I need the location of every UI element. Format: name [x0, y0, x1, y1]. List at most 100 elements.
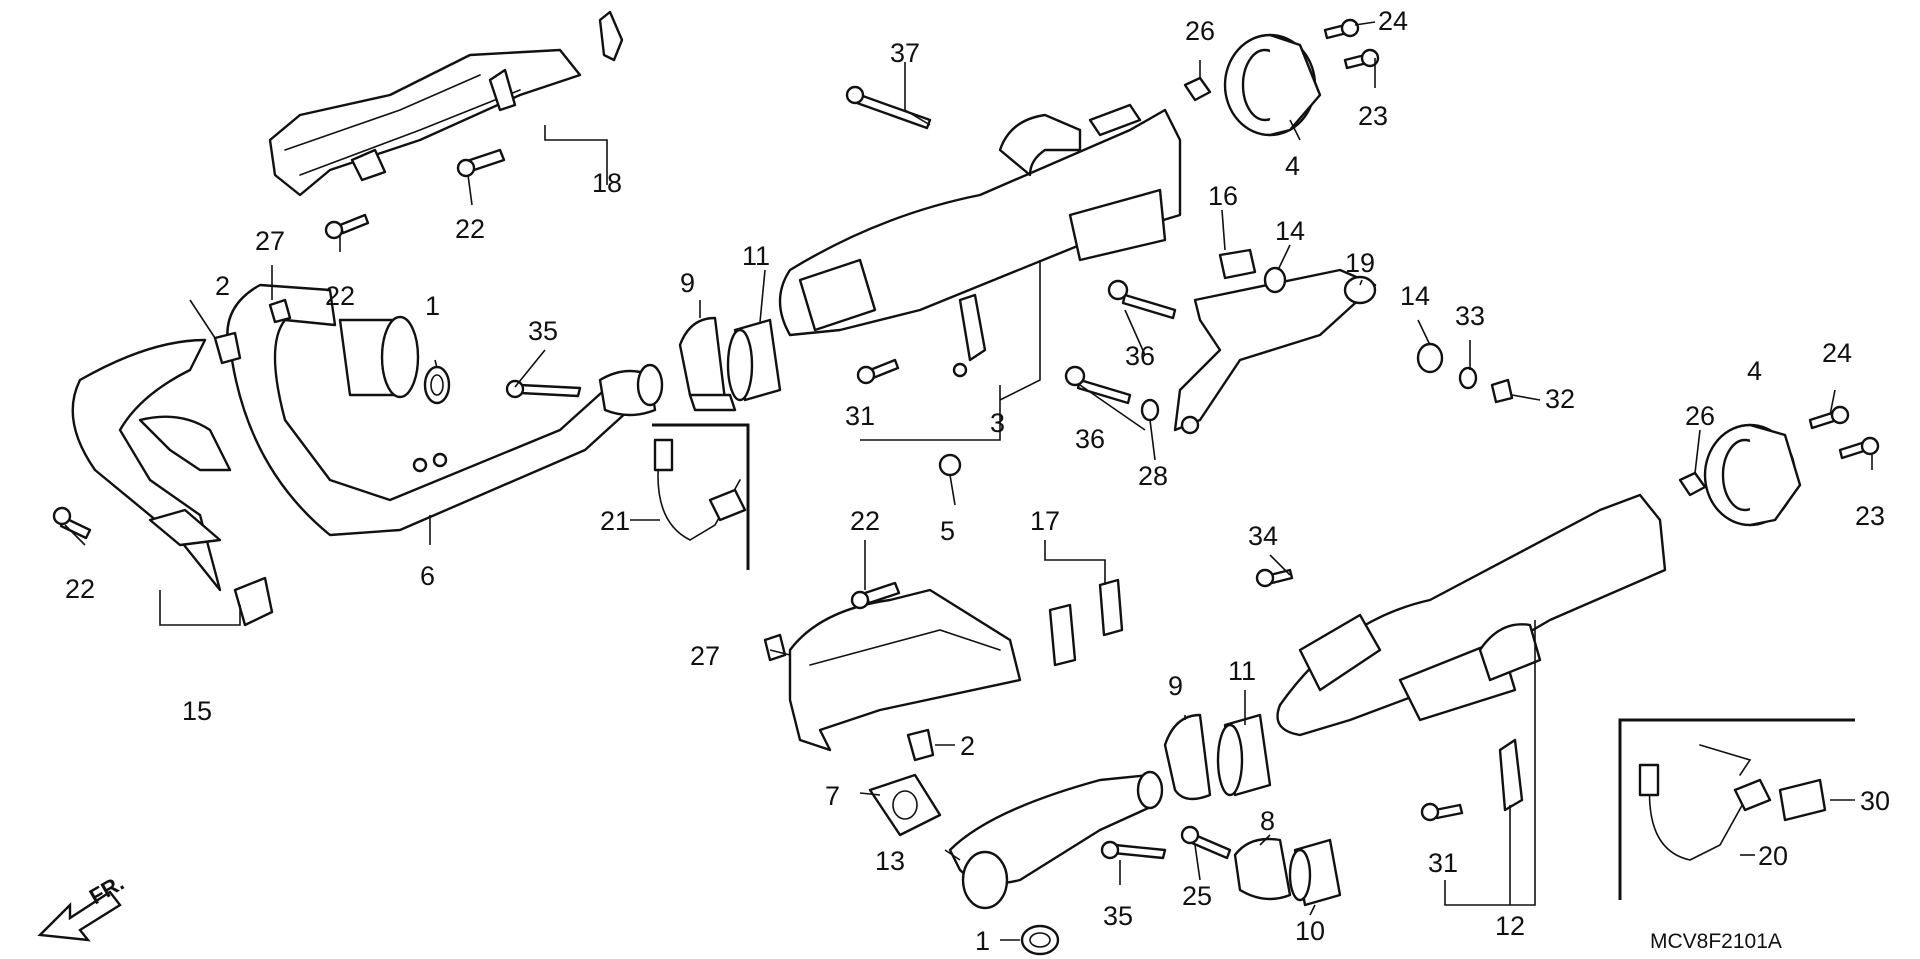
- clamp-9-upper: [678, 316, 737, 412]
- callout: 21: [600, 506, 630, 536]
- clamp-8: [1233, 837, 1292, 901]
- callout: 11: [742, 241, 770, 271]
- bolt-35-upper: [505, 379, 582, 399]
- bolt-34: [1255, 568, 1294, 588]
- callout: 35: [528, 316, 558, 346]
- rubber-14-right: [1416, 342, 1444, 374]
- callout: 22: [65, 574, 95, 604]
- callout: 2: [215, 271, 230, 301]
- drawing-code: MCV8F2101A: [1650, 930, 1782, 953]
- callout: 19: [1345, 248, 1375, 278]
- bolt-23-lower: [1838, 436, 1880, 460]
- o2-sensor-lower: [1618, 718, 1855, 900]
- callout: 1: [975, 926, 990, 956]
- muffler-lower: [1276, 493, 1667, 737]
- callout-labels: 37 26 24 23 4 18 22 16 14 19 27 22 2 1 3…: [65, 6, 1890, 956]
- callout: 3: [990, 408, 1005, 438]
- callout: 23: [1358, 101, 1388, 131]
- callout: 35: [1103, 901, 1133, 931]
- bracket-3-upper: [958, 293, 987, 362]
- nut-26-upper: [1183, 76, 1212, 102]
- heat-shield-lower: [788, 578, 1124, 752]
- callout: 14: [1275, 216, 1305, 246]
- muffler-upper: [778, 103, 1182, 378]
- callout: 30: [1860, 786, 1890, 816]
- gasket-11-lower: [1216, 713, 1272, 797]
- bolt-22-lower: [850, 581, 901, 610]
- callout: 24: [1378, 6, 1408, 36]
- callout: 24: [1822, 338, 1852, 368]
- nut-32: [1490, 378, 1514, 404]
- bracket-12: [1498, 738, 1524, 812]
- callout: 4: [1747, 356, 1762, 386]
- collar-16: [1218, 248, 1257, 280]
- callout: 10: [1295, 916, 1325, 946]
- gasket-11-upper: [726, 318, 782, 402]
- callout: 22: [455, 214, 485, 244]
- bolt-25: [1180, 825, 1232, 860]
- leader-lines: [64, 21, 1873, 941]
- bolt-37: [845, 85, 932, 130]
- callout: 18: [592, 168, 622, 198]
- bolt-24-upper: [1323, 18, 1360, 40]
- mount-bracket: [1173, 268, 1377, 435]
- bolt-22-mid: [324, 213, 370, 240]
- callout: 12: [1495, 911, 1525, 941]
- callout: 9: [1168, 671, 1183, 701]
- callout: 22: [850, 506, 880, 536]
- callout: 1: [425, 291, 440, 321]
- exhaust-pipe-front: [226, 283, 664, 537]
- washer-33: [1458, 366, 1478, 390]
- callout: 25: [1182, 881, 1212, 911]
- heat-shield-lower-left: [71, 338, 274, 627]
- o2-sensor-upper: [652, 423, 750, 570]
- bolt-23-upper: [1343, 48, 1380, 70]
- clip-2-lower: [906, 728, 935, 762]
- callout: 15: [182, 696, 212, 726]
- gasket-10: [1288, 838, 1342, 907]
- callout: 26: [1685, 401, 1715, 431]
- exhaust-pipe-rear: [948, 770, 1164, 910]
- washer-28: [1140, 398, 1160, 422]
- end-cap-lower: [1703, 423, 1802, 527]
- callout: 22: [325, 281, 355, 311]
- callout: 27: [690, 641, 720, 671]
- callout: 6: [420, 561, 435, 591]
- callout: 31: [845, 401, 875, 431]
- callout: 37: [890, 38, 920, 68]
- callout: 33: [1455, 301, 1485, 331]
- callout: 31: [1428, 848, 1458, 878]
- nut-27-lower: [763, 633, 787, 662]
- callout: 11: [1228, 656, 1256, 686]
- callout: 17: [1030, 506, 1060, 536]
- callout: 20: [1758, 841, 1788, 871]
- gasket-1-upper: [423, 365, 451, 405]
- heat-shield-upper: [268, 10, 624, 197]
- gasket-1-lower: [1020, 924, 1060, 956]
- bolt-35-lower: [1100, 840, 1167, 860]
- grommet-5: [938, 453, 962, 477]
- connector-30: [1778, 778, 1827, 822]
- callout: 13: [875, 846, 905, 876]
- callout: 7: [825, 781, 840, 811]
- bolt-22-left: [52, 506, 92, 540]
- callout: 14: [1400, 281, 1430, 311]
- callout: 28: [1138, 461, 1168, 491]
- flange-gasket-7: [868, 773, 942, 837]
- callout: 2: [960, 731, 975, 761]
- bolt-22-upper: [456, 148, 506, 178]
- callout: 23: [1855, 501, 1885, 531]
- callout: 9: [680, 268, 695, 298]
- callout: 36: [1125, 341, 1155, 371]
- bolt-24-lower: [1808, 405, 1850, 430]
- nut-27-upper: [268, 298, 292, 324]
- callout: 34: [1248, 521, 1278, 551]
- callout: 36: [1075, 424, 1105, 454]
- callout: 16: [1208, 181, 1238, 211]
- callout: 5: [940, 516, 955, 546]
- nut-26-lower: [1678, 471, 1707, 497]
- bolt-31-lower: [1420, 802, 1464, 822]
- end-cap-upper: [1223, 33, 1322, 137]
- callout: 27: [255, 226, 285, 256]
